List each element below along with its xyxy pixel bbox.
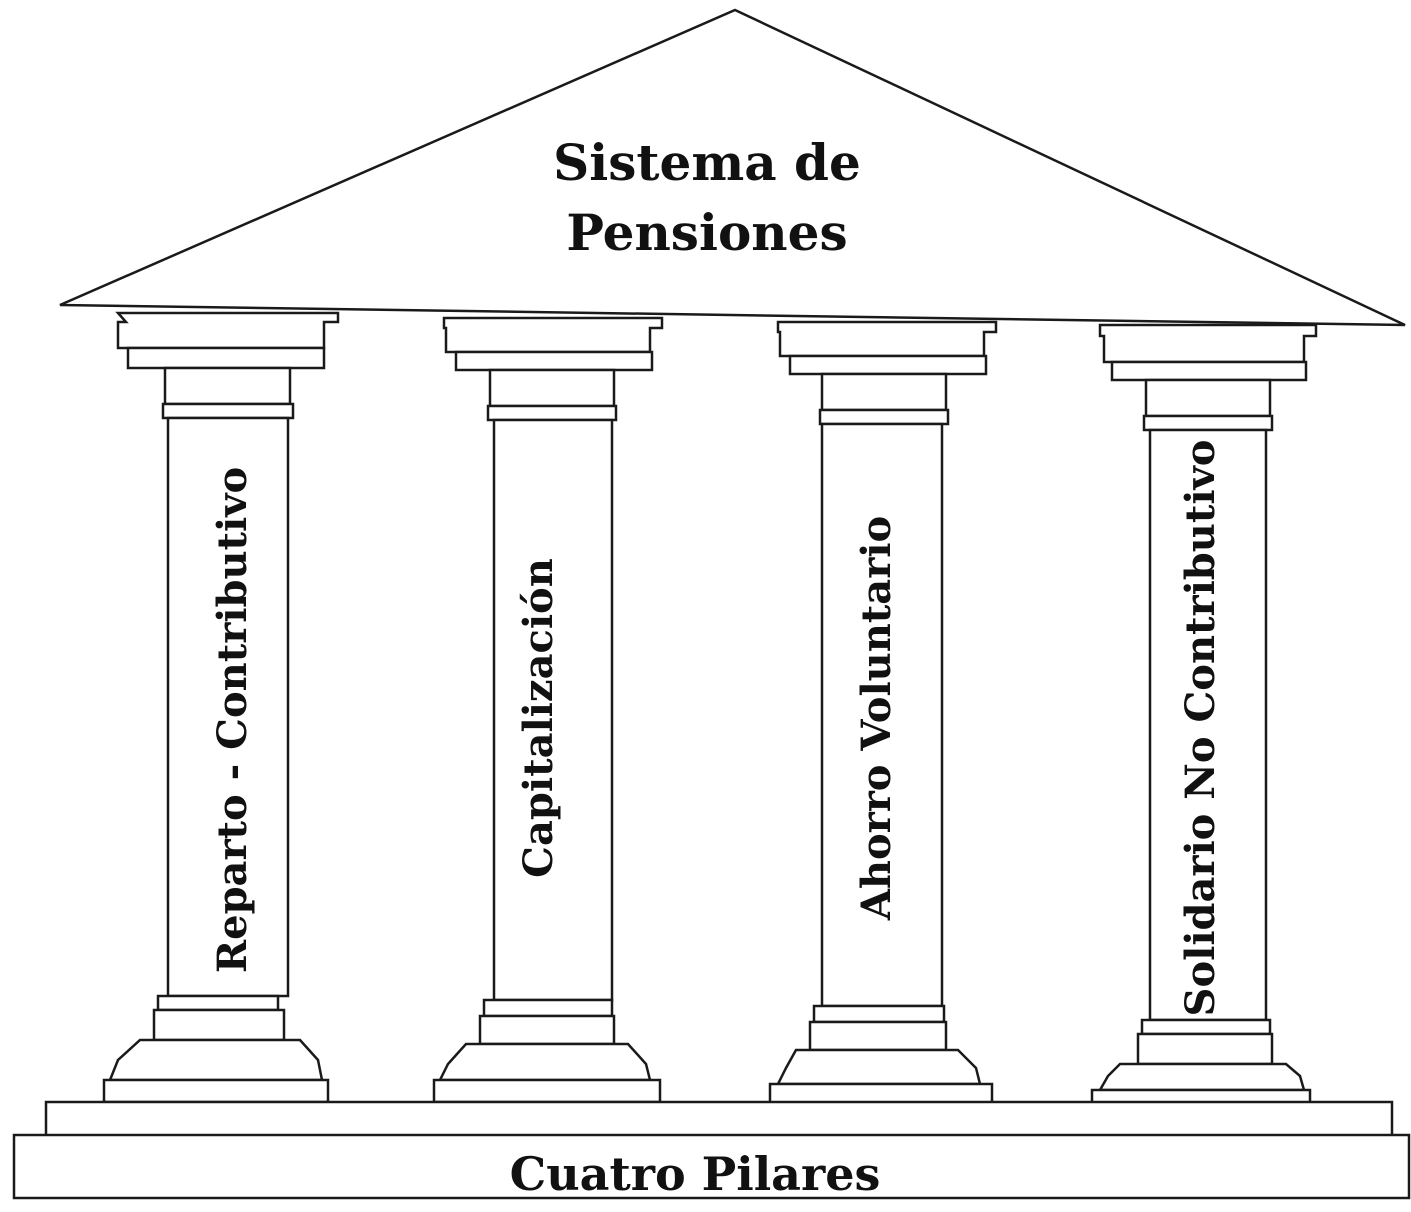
base: Cuatro Pilares [12,1133,1411,1201]
pillar-1: Reparto - Contributivo [102,311,340,1104]
roof-title-line2: Pensiones [566,203,847,262]
pillar-shaft [492,418,614,1002]
pillar-capital [1098,323,1318,364]
pillar-label: Capitalización [515,558,562,878]
pillar-base [437,1042,652,1082]
pillar-shaft [166,416,290,998]
pillar-base [775,1048,982,1086]
pillar-shaft [1148,428,1268,1022]
pillar-label: Ahorro Voluntario [853,516,900,921]
pillar-base [108,1038,324,1082]
pillar-label: Reparto - Contributivo [209,467,256,973]
pillar-capital [776,320,998,358]
pillar-capital [442,316,664,354]
pillar-4: Solidario No Contributivo [1090,323,1318,1114]
pillar-3: Ahorro Voluntario [768,320,998,1108]
pillar-capital [115,311,340,350]
base-label: Cuatro Pilares [510,1147,881,1201]
roof: Sistema de Pensiones [59,8,1406,327]
roof-title-line1: Sistema de [553,133,861,192]
pillar-base [1097,1062,1306,1092]
pillar-label: Solidario No Contributivo [1177,440,1224,1017]
base-lower-step [12,1133,1411,1200]
pillar-2: Capitalización [432,316,664,1104]
pillar-shaft [820,422,944,1008]
roof-triangle [59,8,1406,327]
